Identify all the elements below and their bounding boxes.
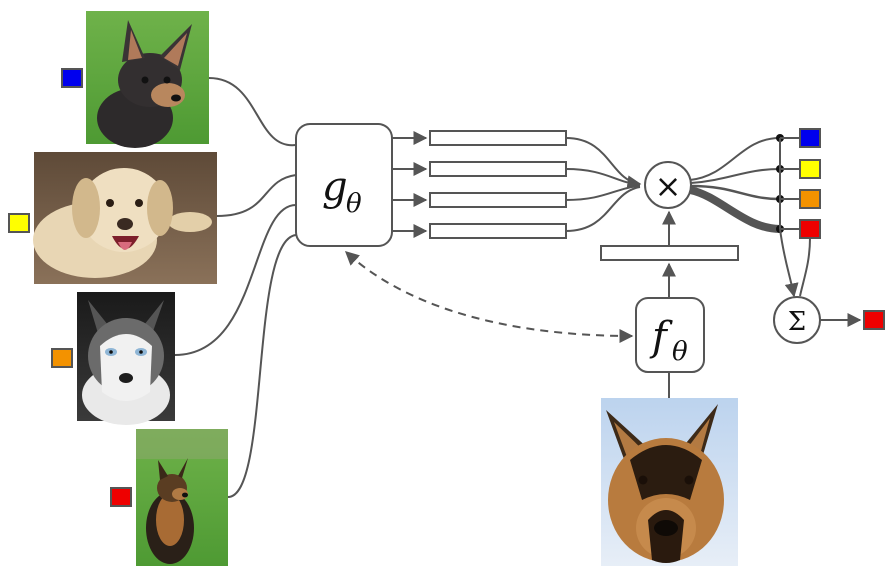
support-embedding-bar-4	[429, 223, 567, 239]
support-image-labrador	[33, 152, 217, 284]
product-symbol: ×	[655, 167, 682, 205]
label-square-class-4	[110, 487, 132, 507]
support-embedding-bar-1	[429, 130, 567, 146]
label-square-class-2	[8, 213, 30, 233]
support-embedding-bar-2	[429, 161, 567, 177]
g-theta-output-arrows	[392, 131, 428, 238]
label-square-class-3	[51, 348, 73, 368]
dot-to-label-lines	[780, 137, 800, 230]
sum-node: Σ	[773, 296, 821, 344]
output-label-square-class-1	[799, 128, 821, 148]
label-square-class-1	[61, 68, 83, 88]
support-image-german-shepherd	[136, 429, 228, 566]
f-theta-embedding-box: f θ	[635, 297, 705, 373]
support-image-chihuahua	[86, 11, 209, 148]
to-sum-connectors	[779, 228, 811, 298]
shared-weights-dashed-arrow	[344, 251, 634, 343]
sum-symbol: Σ	[788, 307, 806, 337]
attention-output-curves	[689, 137, 781, 233]
query-image-german-shepherd	[601, 398, 738, 566]
bars-to-product-connectors	[565, 137, 642, 232]
output-label-square-class-4	[799, 219, 821, 239]
predicted-label-square	[863, 310, 885, 330]
g-theta-embedding-box: g θ	[295, 123, 393, 247]
support-connectors	[174, 77, 297, 498]
output-label-square-class-3	[799, 189, 821, 209]
g-theta-label: g	[322, 164, 348, 210]
support-embedding-bars	[429, 130, 567, 239]
product-node: ×	[644, 161, 692, 209]
support-embedding-bar-3	[429, 192, 567, 208]
query-embedding-bar	[600, 245, 739, 261]
f-theta-subscript: θ	[672, 337, 688, 367]
g-theta-subscript: θ	[346, 189, 362, 219]
support-image-husky	[77, 292, 175, 425]
output-label-square-class-2	[799, 159, 821, 179]
